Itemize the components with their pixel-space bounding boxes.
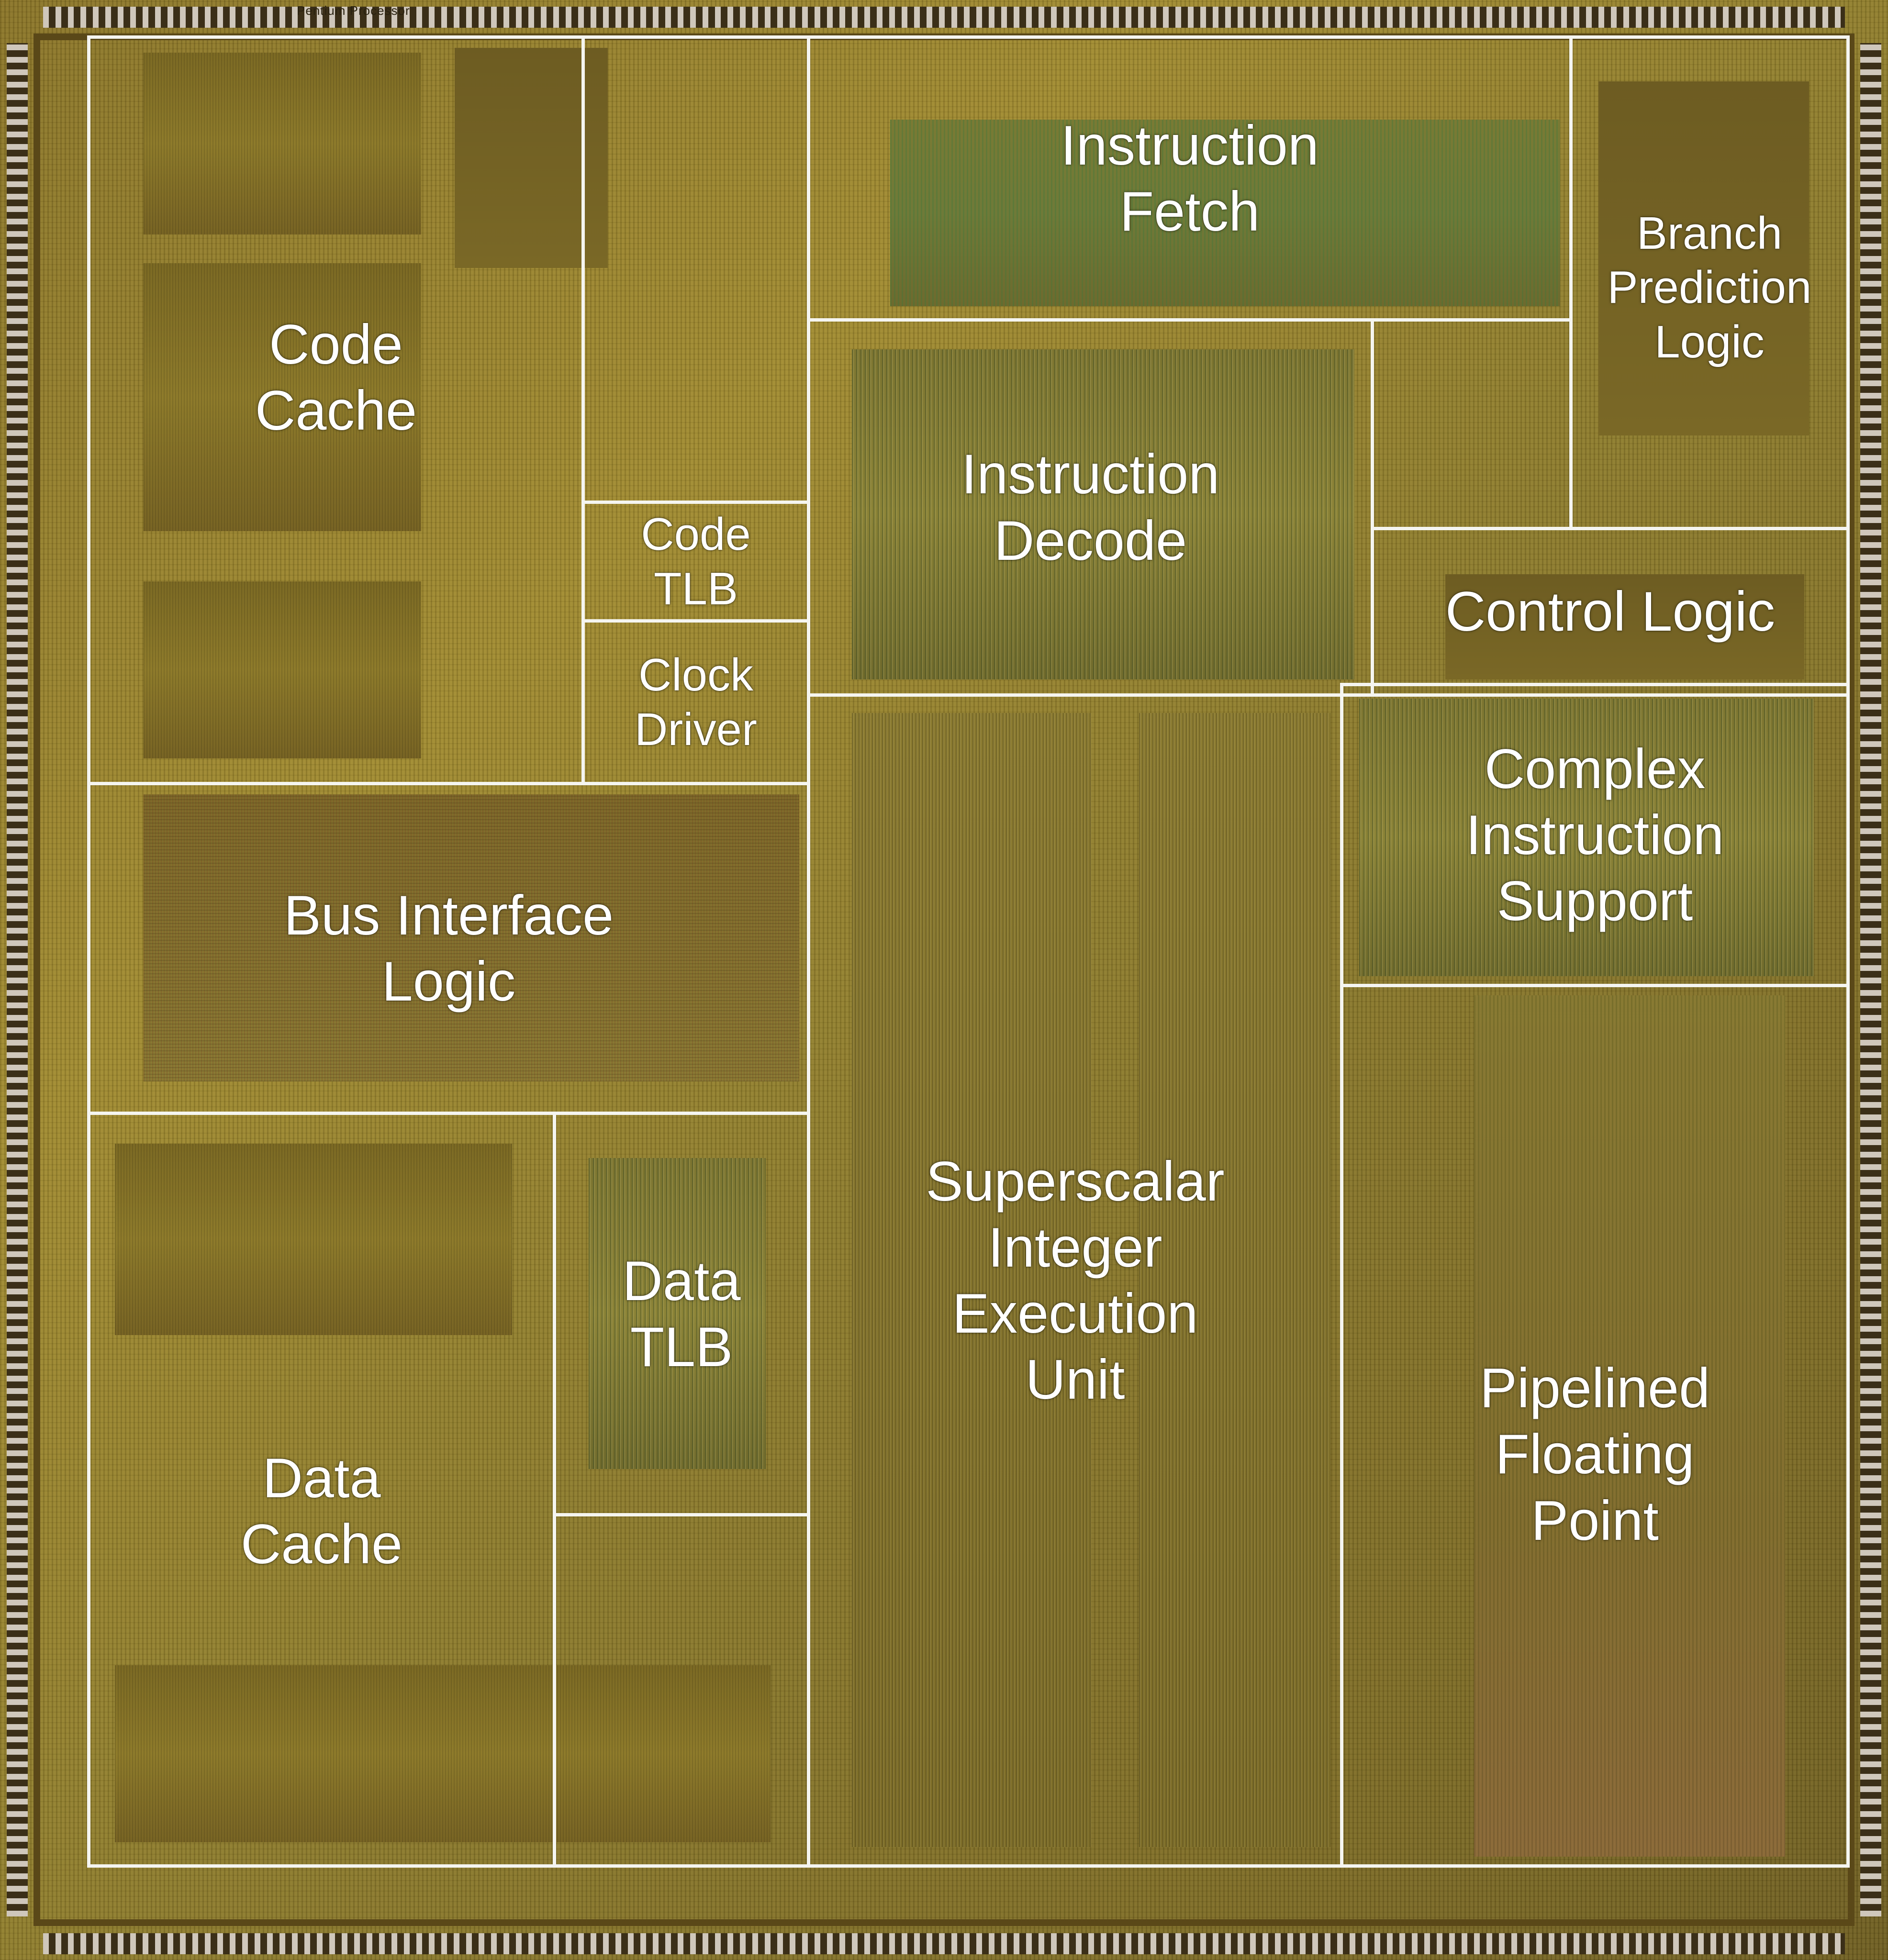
instruction-fetch-label: Instruction Fetch bbox=[1061, 113, 1319, 243]
complex-circuitry bbox=[1359, 699, 1814, 976]
data-cache-array-1 bbox=[115, 1144, 512, 1335]
integer-datapath-1 bbox=[852, 713, 1091, 1847]
code-cache-label: Code Cache bbox=[255, 313, 417, 442]
die-marking: Pentium Processor bbox=[297, 3, 410, 18]
decode-circuitry bbox=[852, 349, 1354, 679]
instruction-decode-label: Instruction Decode bbox=[961, 443, 1220, 572]
code-tlb-block: Code TLB bbox=[581, 501, 810, 623]
control-logic-block: Control Logic bbox=[1371, 527, 1850, 697]
bus-interface-label: Bus Interface Logic bbox=[283, 883, 614, 1013]
data-tlb-circuitry bbox=[589, 1158, 766, 1469]
floating-point-block: Pipelined Floating Point bbox=[1340, 984, 1850, 1868]
clock-driver-block: Clock Driver bbox=[581, 619, 810, 785]
fpu-circuitry bbox=[1474, 995, 1785, 1857]
instruction-decode-block: Instruction Decode bbox=[807, 318, 1374, 697]
data-cache-label: Data Cache bbox=[240, 1447, 403, 1576]
code-cache-block: Code Cache bbox=[87, 35, 585, 785]
bond-pads-right bbox=[1860, 43, 1881, 1916]
fetch-circuitry bbox=[890, 120, 1560, 306]
bond-pads-bottom bbox=[43, 1933, 1845, 1954]
code-cache-array-1 bbox=[144, 53, 421, 234]
control-circuitry bbox=[1445, 574, 1804, 679]
branch-prediction-label: Branch Prediction Logic bbox=[1607, 208, 1812, 368]
control-logic-label: Control Logic bbox=[1445, 580, 1776, 643]
data-cache-array-2 bbox=[115, 1665, 771, 1842]
integer-datapath-2 bbox=[1139, 713, 1330, 1847]
bond-pads-top bbox=[43, 7, 1845, 28]
complex-instruction-label: Complex Instruction Support bbox=[1465, 737, 1724, 933]
data-tlb-label: Data TLB bbox=[622, 1249, 741, 1378]
data-tlb-block: Data TLB bbox=[553, 1112, 810, 1516]
data-cache-block: Data Cache bbox=[87, 1112, 556, 1868]
instruction-fetch-block: Instruction Fetch bbox=[807, 35, 1573, 322]
code-cache-array-4 bbox=[144, 581, 421, 758]
integer-execution-block: Superscalar Integer Execution Unit bbox=[807, 693, 1343, 1868]
integer-execution-label: Superscalar Integer Execution Unit bbox=[926, 1149, 1225, 1411]
bus-circuitry bbox=[144, 794, 799, 1081]
floating-point-label: Pipelined Floating Point bbox=[1479, 1357, 1710, 1552]
bus-interface-block: Bus Interface Logic bbox=[87, 782, 810, 1115]
clock-driver-label: Clock Driver bbox=[635, 649, 757, 755]
bond-pads-left bbox=[7, 43, 28, 1916]
branch-circuitry bbox=[1598, 81, 1809, 435]
code-cache-array-3 bbox=[144, 263, 421, 531]
code-tlb-label: Code TLB bbox=[641, 509, 751, 614]
complex-instruction-block: Complex Instruction Support bbox=[1340, 683, 1850, 987]
branch-prediction-block: Branch Prediction Logic bbox=[1569, 35, 1850, 530]
